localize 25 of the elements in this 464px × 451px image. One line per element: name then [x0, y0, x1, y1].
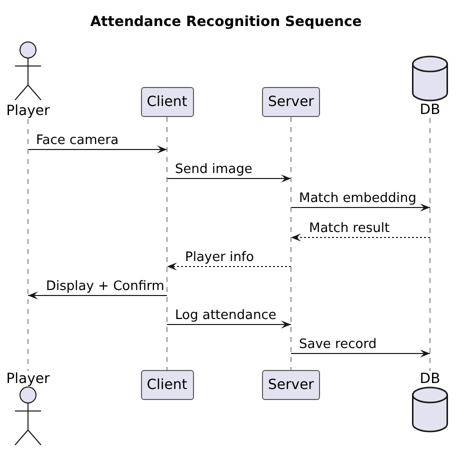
- participant-label: Player: [6, 371, 50, 387]
- message-label: Display + Confirm: [46, 278, 164, 294]
- message-label: Player info: [185, 250, 254, 264]
- message-arrow: [28, 146, 168, 154]
- message-label: Face camera: [36, 132, 119, 148]
- participant-box: Client: [140, 370, 194, 400]
- message-arrow: [166, 174, 292, 182]
- message-label: Match embedding: [299, 190, 416, 206]
- message-arrow: [166, 320, 292, 328]
- message-label: Send image: [175, 162, 252, 176]
- participant-box: Server: [262, 370, 320, 400]
- message-arrow: [166, 262, 292, 270]
- message-label: Log attendance: [175, 308, 276, 322]
- message-label: Save record: [299, 336, 377, 352]
- message-label: Match result: [309, 220, 390, 236]
- participant-box: Server: [262, 87, 320, 117]
- message-arrow: [28, 292, 168, 300]
- message-arrow: [290, 234, 430, 242]
- participant-label: DB: [420, 102, 440, 118]
- message-arrow: [290, 204, 430, 212]
- message-arrow: [290, 350, 430, 358]
- participant-label: DB: [420, 371, 440, 387]
- participant-label: Player: [6, 103, 50, 119]
- diagram-title: Attendance Recognition Sequence: [90, 14, 362, 31]
- participant-box: Client: [140, 87, 194, 117]
